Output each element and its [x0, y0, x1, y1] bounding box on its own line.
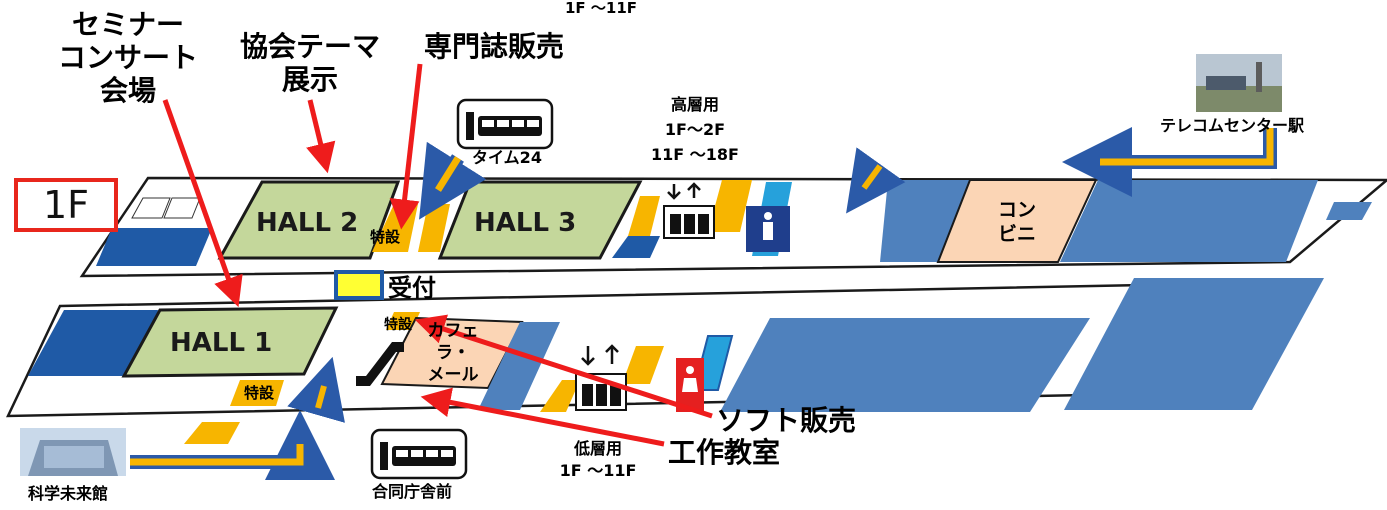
- convenience-label: コン ビニ: [997, 199, 1036, 245]
- time24-label: タイム24: [472, 148, 542, 167]
- hall-2-room: [217, 180, 401, 260]
- entrance-ramp: [184, 422, 240, 444]
- cafe-label: カフェ ラ・ メール: [427, 321, 479, 385]
- blue-room-lower-left: [28, 310, 158, 376]
- elevator-icon-lower: [575, 373, 627, 411]
- special-booth-label-lower: 特設: [244, 384, 275, 402]
- blue-room-upper-3: [1326, 202, 1372, 220]
- route-arrow-right-fill: [861, 164, 883, 190]
- elevator-lobby-upper: [708, 180, 752, 232]
- womens-restroom-icon: [676, 358, 704, 412]
- blue-room-upper-2: [1060, 180, 1318, 262]
- reception-desk: [334, 270, 384, 300]
- mens-restroom-icon: [746, 206, 790, 252]
- low-elevator-label: 低層用 1F ～11F: [559, 439, 637, 480]
- arrow-magazine: [389, 63, 423, 230]
- stair-area-2: [163, 197, 201, 219]
- convenience-room: [936, 179, 1098, 263]
- route-arrow-telecom-fill: [1100, 128, 1274, 166]
- arrow-theme-exhibit: [306, 99, 336, 174]
- special-booth-lower: [230, 380, 284, 406]
- dark-blue-block-upper: [612, 236, 660, 258]
- blue-room-lower-1: [478, 322, 560, 410]
- elevator-icon-upper: [663, 205, 715, 239]
- callout-theme-exhibit: 協会テーマ 展示: [239, 30, 380, 96]
- blue-room-upper-left: [96, 228, 212, 266]
- arrow-software: [414, 314, 713, 419]
- hall-3-room: [437, 180, 643, 260]
- callout-software-sales: ソフト販売: [716, 404, 857, 437]
- arrow-workshop: [420, 387, 665, 447]
- top-caption: 1F ～11F: [565, 0, 638, 17]
- hall-3-label: HALL 3: [474, 208, 577, 238]
- escalator-icon: [356, 342, 404, 386]
- elevator-arrows-upper: [667, 182, 701, 200]
- route-arrow-time24-fill: [435, 156, 461, 192]
- arrow-seminar: [162, 99, 243, 308]
- route-arrow-hall1-fill: [315, 385, 327, 409]
- bus-icon-time24: [456, 98, 554, 150]
- orange-block-lower-2: [622, 346, 664, 384]
- special-booth-label-upper: 特設: [370, 228, 401, 246]
- blue-room-lower-3: [1064, 278, 1324, 410]
- govt-building-label: 合同庁舎前: [372, 482, 453, 501]
- floor-label: 1F: [14, 178, 118, 232]
- bus-icon-govt: [370, 428, 468, 480]
- museum-label: 科学未来館: [28, 484, 109, 503]
- blue-room-lower-2: [720, 318, 1090, 412]
- route-arrow-museum-fill: [130, 444, 304, 466]
- callout-magazine-sales: 専門誌販売: [424, 30, 565, 63]
- museum-photo: [20, 428, 126, 476]
- callout-seminar: セミナー コンサート 会場: [58, 8, 199, 107]
- hall-1-label: HALL 1: [170, 328, 273, 358]
- stair-area: [131, 197, 171, 219]
- high-elevator-label: 高層用 1F～2F 11F ～18F: [651, 95, 739, 164]
- callout-workshop: 工作教室: [668, 436, 781, 469]
- elevator-arrows-lower: [581, 344, 619, 366]
- reception-label: 受付: [388, 274, 436, 302]
- special-booth-label-mid: 特設: [384, 317, 412, 333]
- orange-block-lower: [540, 380, 580, 412]
- orange-block-upper: [628, 196, 660, 236]
- telecom-station-label: テレコムセンター駅: [1160, 116, 1305, 135]
- telecom-station-photo: [1196, 54, 1282, 112]
- hall-2-label: HALL 2: [256, 208, 359, 238]
